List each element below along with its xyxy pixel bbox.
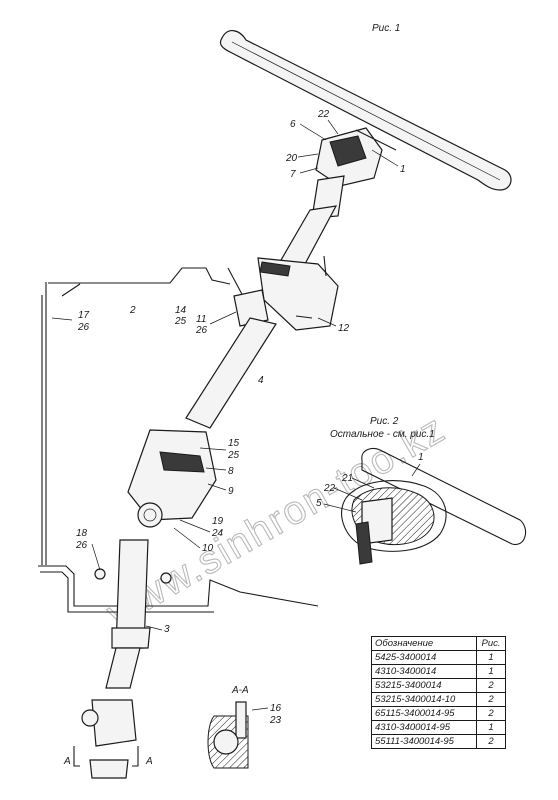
callout: 24 xyxy=(211,528,224,539)
cell-figure: 1 xyxy=(476,664,506,679)
cell-designation: 53215-3400014 xyxy=(371,678,477,693)
section-markers: А А xyxy=(63,756,153,767)
callout: 6 xyxy=(290,119,296,130)
column-header-figure: Рис. xyxy=(476,636,506,651)
callout: 19 xyxy=(212,516,224,527)
cell-figure: 2 xyxy=(476,692,506,707)
cell-designation: 5425-3400014 xyxy=(371,650,477,665)
cell-figure: 1 xyxy=(476,720,506,735)
callout: 11 xyxy=(196,314,206,325)
cell-designation: 53215-3400014-10 xyxy=(371,692,477,707)
lower-shaft xyxy=(73,539,151,779)
lower-joint xyxy=(127,429,217,528)
cell-designation: 4310-3400014-95 xyxy=(371,720,477,735)
figure2-note: Остальное - см. рис.1 xyxy=(330,429,435,440)
cell-designation: 55111-3400014-95 xyxy=(371,734,477,749)
callout: 10 xyxy=(202,543,214,554)
callout: 1 xyxy=(400,164,406,175)
cell-designation: 4310-3400014 xyxy=(371,664,477,679)
leader-lines xyxy=(51,119,399,631)
callout: 22 xyxy=(317,109,330,120)
intermediate-shaft xyxy=(185,317,277,429)
callout: 9 xyxy=(228,486,234,497)
cell-figure: 2 xyxy=(476,734,506,749)
callout: 26 xyxy=(77,322,90,333)
callout: 15 xyxy=(228,438,240,449)
section-title: А-А xyxy=(231,685,249,696)
callout: 18 xyxy=(76,528,88,539)
callout: 2 xyxy=(129,305,136,316)
callouts-fig2: 1 21 22 5 xyxy=(316,452,424,513)
figure2-caption: Рис. 2 xyxy=(370,416,399,427)
callout: 26 xyxy=(195,325,208,336)
callouts-section: 16 23 xyxy=(269,703,282,726)
column-bracket xyxy=(257,255,339,331)
section-marker-right: А xyxy=(145,756,153,767)
section-marker-left: А xyxy=(63,756,71,767)
section-aa-detail xyxy=(207,701,269,769)
cell-figure: 2 xyxy=(476,706,506,721)
callout: 3 xyxy=(164,624,170,635)
steering-wheel xyxy=(219,30,512,191)
callout: 21 xyxy=(341,473,353,484)
callout: 23 xyxy=(269,715,282,726)
cell-figure: 1 xyxy=(476,650,506,665)
callout: 5 xyxy=(316,498,322,509)
cell-figure: 2 xyxy=(476,678,506,693)
callout: 8 xyxy=(228,466,234,477)
callout: 14 xyxy=(175,305,187,316)
callouts-fig1: 22 6 20 7 1 2 17 26 14 25 11 26 12 4 15 … xyxy=(75,109,406,635)
callout: 17 xyxy=(78,310,90,321)
figure2-detail xyxy=(341,447,527,565)
callout: 16 xyxy=(270,703,282,714)
callout: 4 xyxy=(258,375,264,386)
figure1-caption: Рис. 1 xyxy=(372,23,400,34)
column-header-designation: Обозначение xyxy=(371,636,477,651)
table-header-row: Обозначение Рис. xyxy=(371,636,506,651)
callout: 26 xyxy=(75,540,88,551)
callout: 12 xyxy=(338,323,350,334)
callout: 20 xyxy=(285,153,298,164)
callout: 1 xyxy=(418,452,424,463)
callout: 7 xyxy=(290,169,296,180)
callout: 25 xyxy=(227,450,240,461)
support-bracket xyxy=(41,267,269,565)
callout: 25 xyxy=(174,316,187,327)
cell-designation: 65115-3400014-95 xyxy=(371,706,477,721)
callout: 22 xyxy=(323,483,336,494)
